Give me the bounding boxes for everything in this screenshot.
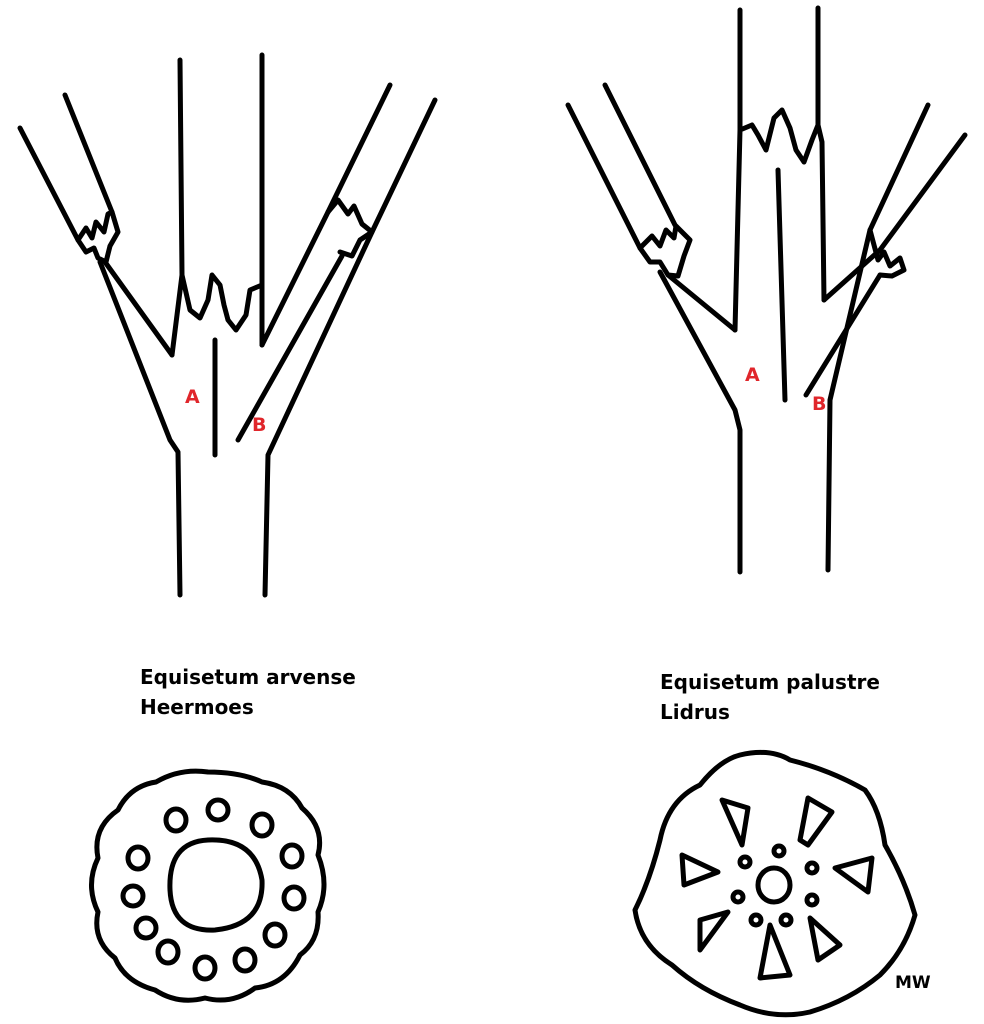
palustre-cross-section	[632, 749, 918, 1018]
arvense-common-name: Heermoes	[140, 695, 254, 719]
arvense-stem-drawing	[17, 52, 438, 598]
palustre-label-a: A	[745, 364, 760, 386]
signature: MW	[895, 973, 931, 993]
palustre-stem-drawing	[565, 5, 968, 575]
arvense-caption: Equisetum arvense Heermoes	[140, 662, 356, 722]
palustre-common-name: Lidrus	[660, 700, 730, 724]
arvense-species-name: Equisetum arvense	[140, 665, 356, 689]
arvense-label-a: A	[185, 386, 200, 408]
palustre-species-name: Equisetum palustre	[660, 670, 880, 694]
palustre-label-b: B	[812, 393, 827, 415]
arvense-cross-section	[89, 768, 327, 1003]
arvense-label-b: B	[252, 414, 267, 436]
palustre-caption: Equisetum palustre Lidrus	[660, 667, 880, 727]
